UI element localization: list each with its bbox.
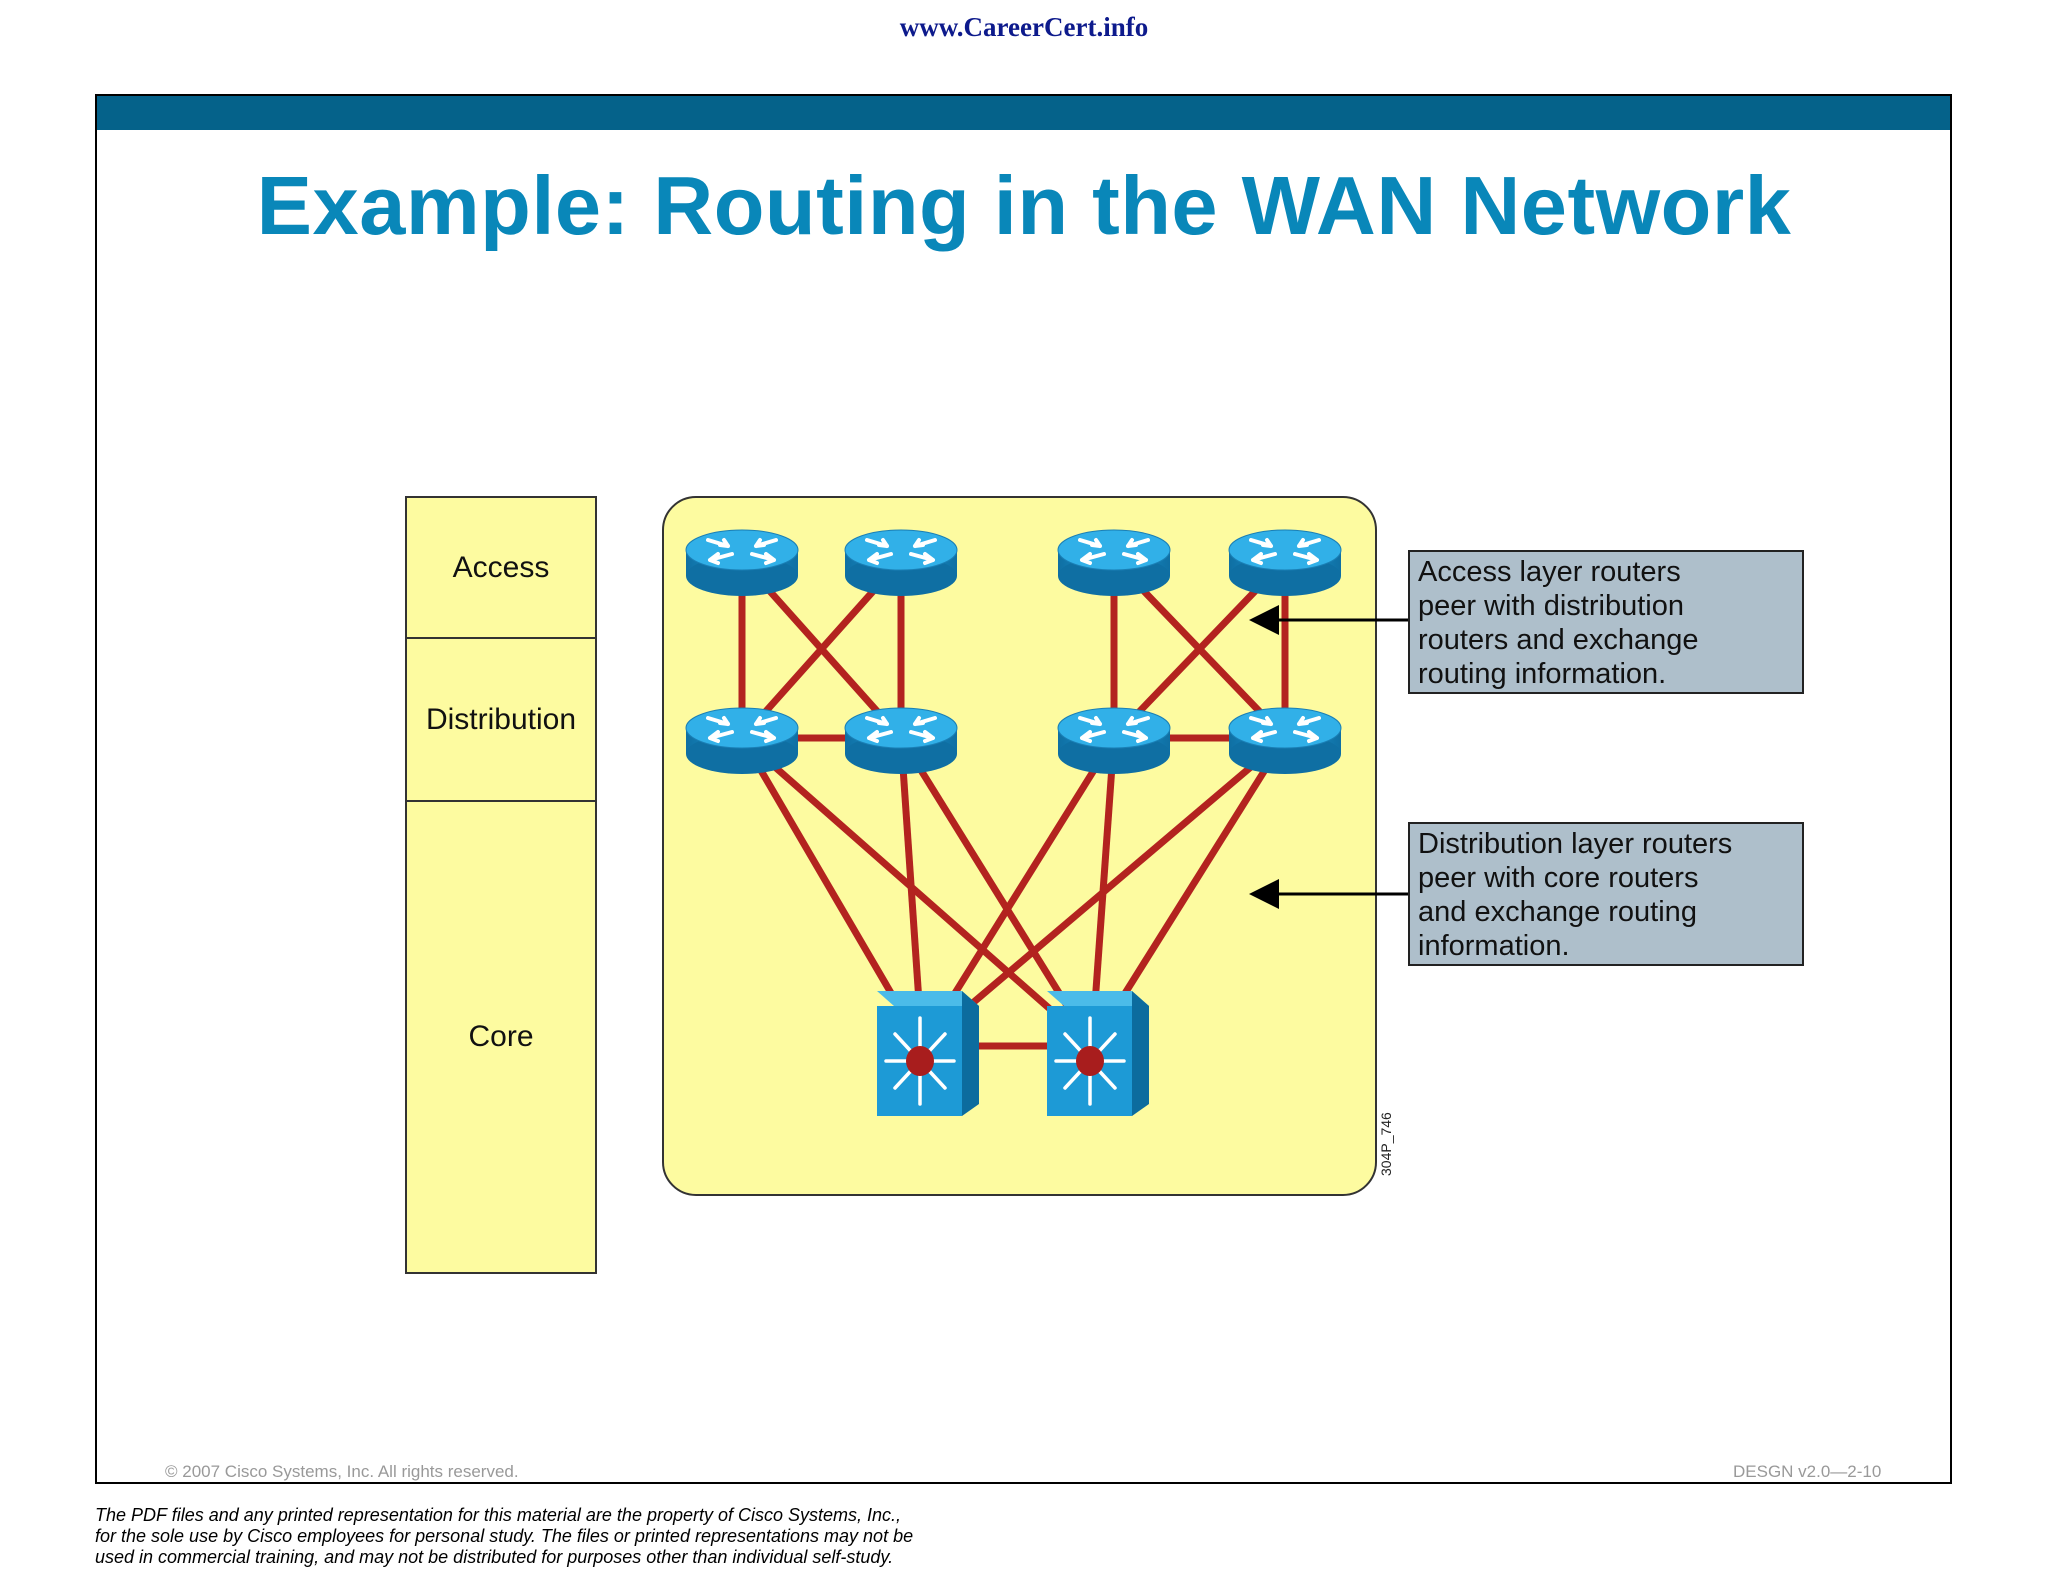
nodes-layer bbox=[684, 528, 1343, 1118]
access-router-4-router-icon bbox=[1227, 528, 1343, 598]
distribution-callout-line: Distribution layer routers bbox=[1418, 828, 1733, 860]
distribution-callout: Distribution layer routers peer with cor… bbox=[1408, 822, 1804, 966]
access-callout-line: routing information. bbox=[1418, 658, 1667, 690]
distribution-router-2-router-icon bbox=[843, 706, 959, 776]
access-callout-line: routers and exchange bbox=[1418, 624, 1699, 656]
access-router-3-router-icon bbox=[1056, 528, 1172, 598]
access-callout-line: peer with distribution bbox=[1418, 590, 1684, 622]
link-distribution-router-4-to-core-switch-1 bbox=[919, 735, 1288, 1049]
course-code: DESGN v2.0—2-10 bbox=[1733, 1462, 1882, 1481]
layer-access-label: Access bbox=[452, 550, 550, 584]
figure-id: 304P_746 bbox=[1378, 1112, 1394, 1176]
link-distribution-router-1-to-core-switch-2 bbox=[739, 735, 1095, 1049]
core-switch-2-multilayer-switch-icon bbox=[1045, 989, 1151, 1118]
distribution-callout-line: and exchange routing bbox=[1418, 896, 1697, 928]
disclaimer: The PDF files and any printed representa… bbox=[95, 1505, 1195, 1568]
distribution-callout-line: peer with core routers bbox=[1418, 862, 1699, 894]
access-router-2-router-icon bbox=[843, 528, 959, 598]
access-callout-line: Access layer routers bbox=[1418, 556, 1681, 588]
distribution-callout-line: information. bbox=[1418, 930, 1570, 962]
disclaimer-line: used in commercial training, and may not… bbox=[95, 1547, 894, 1567]
site-header: www.CareerCert.info bbox=[899, 12, 1149, 42]
access-callout: Access layer routers peer with distribut… bbox=[1408, 550, 1804, 694]
disclaimer-line: The PDF files and any printed representa… bbox=[95, 1505, 902, 1525]
layer-core: Core bbox=[407, 802, 595, 1272]
distribution-router-1-router-icon bbox=[684, 706, 800, 776]
layer-access: Access bbox=[407, 498, 595, 639]
distribution-router-4-router-icon bbox=[1227, 706, 1343, 776]
distribution-router-3-router-icon bbox=[1056, 706, 1172, 776]
slide-header-band bbox=[97, 96, 1950, 130]
disclaimer-line: for the sole use by Cisco employees for … bbox=[95, 1526, 914, 1546]
core-switch-1-multilayer-switch-icon bbox=[875, 989, 981, 1118]
layer-distribution: Distribution bbox=[407, 639, 595, 802]
layer-distribution-label: Distribution bbox=[425, 702, 577, 736]
layer-core-label: Core bbox=[468, 1020, 534, 1053]
links-layer bbox=[738, 557, 1289, 1050]
slide-title: Example: Routing in the WAN Network bbox=[256, 159, 1792, 252]
layer-column: Access Distribution Core bbox=[405, 496, 597, 1274]
copyright: © 2007 Cisco Systems, Inc. All rights re… bbox=[165, 1462, 519, 1481]
access-router-1-router-icon bbox=[684, 528, 800, 598]
